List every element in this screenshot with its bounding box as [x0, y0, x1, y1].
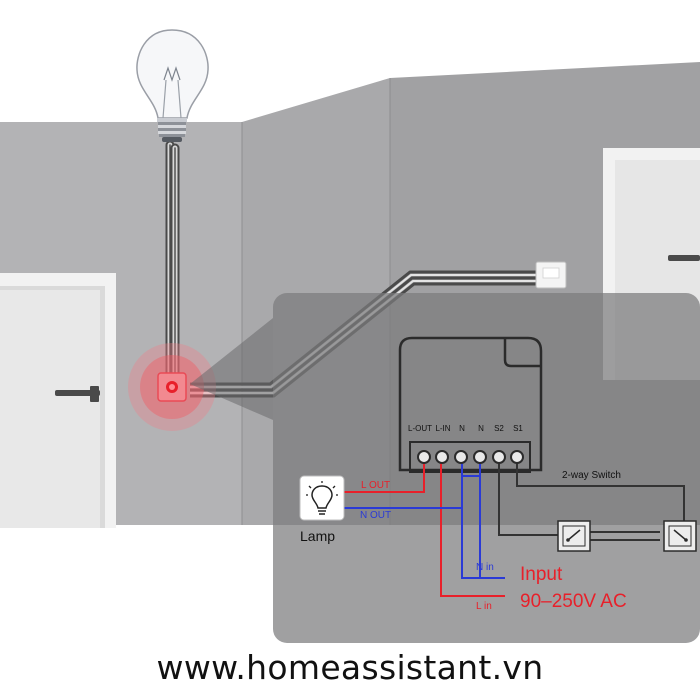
terminal-l-out: [417, 450, 431, 464]
two-way-switch-label: 2-way Switch: [562, 470, 621, 481]
terminal-label-n1: N: [459, 424, 465, 433]
wall-switch-icon: [535, 261, 567, 289]
terminal-label-l-out: L-OUT: [408, 424, 432, 433]
wire-l-in: [440, 458, 505, 597]
terminal-s1: [510, 450, 524, 464]
wire-s2: [498, 458, 560, 536]
terminal-label-s2: S2: [494, 424, 504, 433]
left-door-icon: [0, 273, 116, 528]
input-label: Input: [520, 564, 563, 585]
terminal-n2: [473, 450, 487, 464]
terminal-s2: [492, 450, 506, 464]
callout-panel: [190, 293, 700, 643]
lamp-icon: [299, 475, 345, 521]
junction-box-icon: [128, 343, 216, 431]
wiring-lines: [343, 458, 685, 597]
terminal-label-l-in: L-IN: [435, 424, 450, 433]
module-terminals: [417, 450, 524, 464]
n-in-label: N in: [476, 562, 494, 573]
website-footer: www.homeassistant.vn: [156, 648, 544, 687]
ceiling-wires: [165, 140, 180, 385]
two-way-switch-icon: [557, 520, 697, 552]
terminal-n1: [454, 450, 468, 464]
n-out-label: N OUT: [360, 510, 391, 521]
l-in-label: L in: [476, 601, 492, 612]
wire-s1: [516, 458, 685, 522]
l-out-label: L OUT: [361, 480, 390, 491]
smart-switch-module: L-OUT L-IN N N S2 S1: [398, 336, 543, 473]
terminal-label-s1: S1: [513, 424, 523, 433]
wire-l-out: [343, 458, 425, 493]
terminal-label-n2: N: [478, 424, 484, 433]
light-bulb-icon: [136, 29, 209, 142]
voltage-label: 90–250V AC: [520, 591, 627, 612]
lamp-label: Lamp: [300, 528, 335, 544]
wire-n-in: [461, 458, 505, 579]
terminal-l-in: [435, 450, 449, 464]
